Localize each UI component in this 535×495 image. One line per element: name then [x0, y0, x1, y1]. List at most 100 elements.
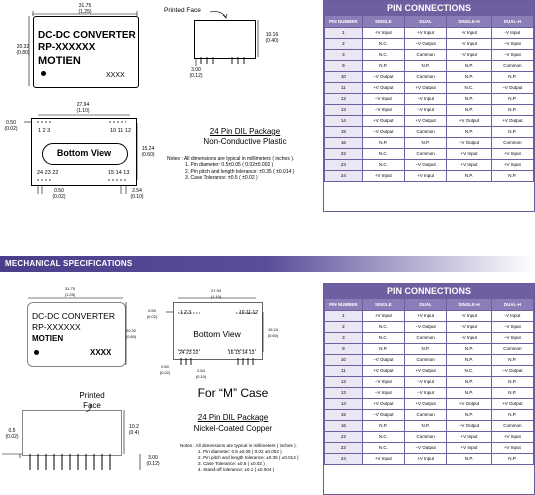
top-package-title: 24 Pin DIL Package [209, 127, 281, 136]
pin-function-cell: +V Output [447, 116, 491, 126]
pin-function-cell: −V Input [362, 377, 404, 387]
pin-function-cell: N.P. [491, 94, 533, 104]
pin-function-cell: −V Output [404, 322, 447, 332]
bottom-side-body [22, 410, 122, 456]
pin-function-cell: N.P. [362, 344, 404, 354]
pin-function-cell: N.P. [404, 344, 447, 354]
pin-function-cell: +V Output [404, 366, 447, 376]
top-dim-bottom-height: 15.24(0.60) [141, 146, 155, 158]
pin-function-cell: −V Output [362, 127, 404, 137]
pin-number-cell: 22 [325, 432, 362, 442]
bottom-module-code: XXXX [90, 348, 112, 357]
pin-function-cell: Common [404, 432, 447, 442]
top-package-subtitle: Non-Conductive Plastic [203, 137, 287, 146]
pin-number-cell: 12 [325, 377, 362, 387]
pin-function-cell: N.P. [362, 138, 404, 148]
pin-function-cell: +V Input [362, 311, 404, 321]
pin-number-cell: 13 [325, 105, 362, 115]
pin-function-cell: +V Input [447, 160, 491, 170]
pin-function-cell: N.P. [491, 171, 533, 181]
pin-table-header: PIN NUMBER [325, 16, 362, 27]
pin-function-cell: N.P. [447, 410, 491, 420]
pin-number-cell: 10 [325, 355, 362, 365]
pin-function-cell: +V Input [491, 160, 533, 170]
pin-function-cell: -V Input [447, 50, 491, 60]
top-note-0: Notes : All dimensions are typical in mi… [167, 156, 295, 162]
pin-function-cell: +V Output [404, 399, 447, 409]
pin-function-cell: −V Output [447, 421, 491, 431]
pin-function-cell: N.C. [362, 443, 404, 453]
pin-function-cell: -V Input [447, 322, 491, 332]
pin-function-cell: −V Output [362, 355, 404, 365]
pin-function-cell: N.C. [362, 333, 404, 343]
bottom-pins-bot-left: 24 23 22 [179, 350, 199, 356]
pin-function-cell: +V Output [362, 399, 404, 409]
pin-function-cell: N.C. [362, 149, 404, 159]
pin-number-cell: 2 [325, 39, 362, 49]
pin-table-bottom-grid: PIN NUMBER SINGLE DUAL SINGLE-H DUAL-H 1… [324, 298, 534, 465]
top-dim-pin-length: 3.00(0.12) [189, 67, 203, 79]
bottom-pins-bot-right: 16 15 14 13 [228, 350, 255, 356]
pin-function-cell: N.C. [362, 39, 404, 49]
pin-function-cell: N.P. [491, 355, 533, 365]
pin-function-cell: Common [491, 138, 533, 148]
pin-function-cell: N.P. [447, 171, 491, 181]
pin-function-cell: +V Input [491, 432, 533, 442]
pin-table-header: SINGLE-H [447, 16, 491, 27]
bottom-notes: Notes : All dimensions are typical in mi… [180, 443, 299, 473]
pin-function-cell: N.P. [447, 355, 491, 365]
pin-number-cell: 16 [325, 421, 362, 431]
pin-function-cell: −V Output [491, 366, 533, 376]
pin-function-cell: −V Output [362, 410, 404, 420]
pin-function-cell: +V Output [491, 116, 533, 126]
pin-function-cell: N.P. [491, 388, 533, 398]
bottom-dim-pin-offset: 0.50(0.02) [159, 364, 171, 375]
pin-function-cell: N.P. [362, 421, 404, 431]
pin-table-header: DUAL [404, 299, 447, 310]
pin-function-cell: N.P. [447, 377, 491, 387]
pin-function-cell: N.C. [362, 322, 404, 332]
bottom-note-0: Notes : All dimensions are typical in mi… [180, 443, 297, 448]
pin-function-cell: N.P. [447, 61, 491, 71]
top-pins-top-right: 10 11 12 [110, 128, 132, 134]
pin-function-cell: +V Input [447, 149, 491, 159]
pin-function-cell: Common [491, 421, 533, 431]
bottom-dim-offset: 0.50(0.02) [146, 308, 158, 319]
pin-number-cell: 14 [325, 116, 362, 126]
top-pins-bot-right: 15 14 13 [108, 170, 130, 176]
pin-function-cell: -V Input [447, 28, 491, 38]
pin-function-cell: −V Input [491, 322, 533, 332]
bottom-package-subtitle: Nickel-Coated Copper [193, 424, 273, 433]
top-module-line2: RP-XXXXXX [38, 42, 96, 53]
top-dim-bottom-width: 27.94(1.10) [76, 102, 90, 114]
top-note-2: 2. Pin pitch and length tolerance: ±0.35… [185, 168, 295, 175]
pin-function-cell: N.P. [491, 72, 533, 82]
bottom-module-outline [27, 302, 126, 367]
pin-function-cell: −V Output [404, 160, 447, 170]
pin-function-cell: N.P. [491, 105, 533, 115]
pin-table-bottom-title: PIN CONNECTIONS [324, 284, 534, 298]
top-module-outline [33, 16, 139, 88]
bottom-bottom-view-label: Bottom View [193, 329, 241, 339]
bottom-note-1: 1. Pin diameter: 0.5 ±0.05 ( 0.02 ±0.002… [198, 449, 282, 454]
pin-function-cell: −V Input [362, 94, 404, 104]
pin-function-cell: N.C. [362, 50, 404, 60]
pin-number-cell: 10 [325, 72, 362, 82]
pin-function-cell: N.P. [491, 410, 533, 420]
pin-function-cell: N.P. [362, 61, 404, 71]
pin-number-cell: 15 [325, 127, 362, 137]
pin-number-cell: 9 [325, 344, 362, 354]
pin-number-cell: 1 [325, 28, 362, 38]
top-module-line1: DC-DC CONVERTER [38, 30, 136, 41]
bottom-dim-bottom-width: 27.94(1.10) [210, 288, 222, 299]
top-dim-pin-offset: 0.50(0.02) [52, 188, 66, 200]
top-bottom-outline [31, 118, 137, 186]
pin-function-cell: −V Input [362, 388, 404, 398]
top-note-1: 1. Pin diameter: 0.5±0.05 ( 0.02±0.002 ) [185, 162, 274, 169]
